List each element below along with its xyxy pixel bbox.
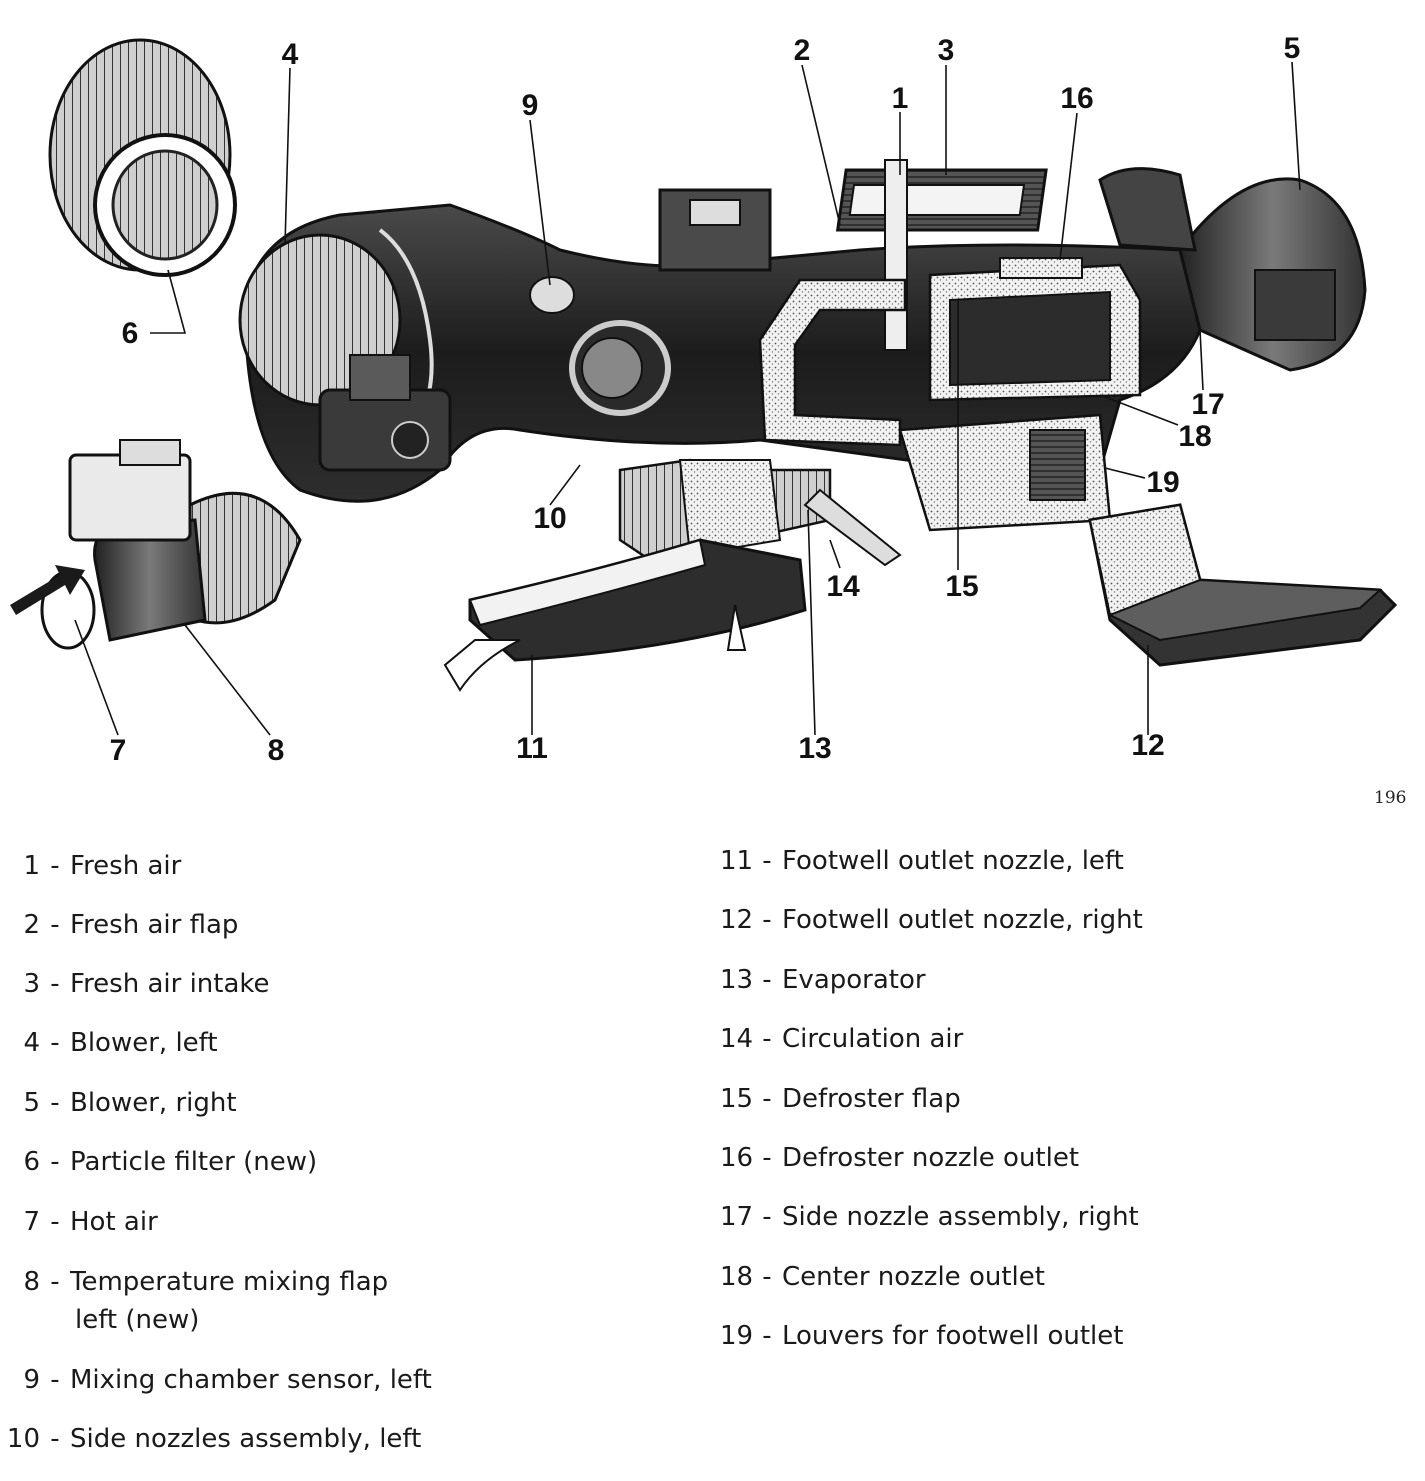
footwell-nozzle-right-illustration bbox=[1088, 503, 1398, 667]
legend-item: 19-Louvers for footwell outlet bbox=[720, 1321, 1124, 1351]
legend-number: 5 bbox=[23, 1088, 40, 1118]
legend-label: Blower, right bbox=[70, 1088, 237, 1118]
hvac-housing-illustration bbox=[238, 159, 1367, 562]
legend-number: 11 bbox=[720, 846, 754, 876]
callout-17: 17 bbox=[1191, 388, 1224, 421]
callout-15: 15 bbox=[945, 570, 978, 603]
callout-6: 6 bbox=[122, 317, 139, 350]
callout-labels: 1 2 3 4 5 6 7 8 9 10 11 12 13 14 15 16 1… bbox=[110, 32, 1301, 767]
callout-4: 4 bbox=[282, 38, 299, 71]
legend-label: Blower, left bbox=[70, 1028, 218, 1058]
particle-filter-illustration bbox=[48, 38, 237, 277]
footwell-nozzle-left-illustration bbox=[443, 538, 807, 692]
legend-label: Footwell outlet nozzle, right bbox=[782, 905, 1143, 935]
legend-label: Particle filter (new) bbox=[70, 1147, 318, 1177]
legend-label: Side nozzles assembly, left bbox=[70, 1424, 422, 1454]
legend-number: 16 bbox=[720, 1143, 754, 1173]
legend-item: 11-Footwell outlet nozzle, left bbox=[720, 846, 1124, 876]
legend-label: Center nozzle outlet bbox=[782, 1262, 1045, 1292]
circulation-air-arrow bbox=[803, 488, 902, 567]
legend-label: Evaporator bbox=[782, 965, 926, 995]
callout-1: 1 bbox=[892, 82, 909, 115]
callout-13: 13 bbox=[798, 732, 831, 765]
callout-2: 2 bbox=[794, 34, 811, 67]
legend-item: 4-Blower, left bbox=[0, 1028, 218, 1059]
legend-item: 3-Fresh air intake bbox=[0, 969, 270, 1000]
legend-item: 5-Blower, right bbox=[0, 1088, 237, 1119]
legend-item: 14-Circulation air bbox=[720, 1024, 964, 1054]
legend-number: 18 bbox=[720, 1262, 754, 1292]
legend-item: 9-Mixing chamber sensor, left bbox=[0, 1365, 432, 1396]
legend-item: 13-Evaporator bbox=[720, 965, 926, 995]
legend-label: Footwell outlet nozzle, left bbox=[782, 846, 1124, 876]
legend-label: Defroster nozzle outlet bbox=[782, 1143, 1080, 1173]
legend-number: 7 bbox=[23, 1207, 40, 1237]
legend-item: 18-Center nozzle outlet bbox=[720, 1262, 1045, 1292]
hvac-exploded-illustration: 1 2 3 4 5 6 7 8 9 10 11 12 13 14 15 16 1… bbox=[10, 32, 1398, 767]
legend-number: 3 bbox=[23, 969, 40, 999]
legend-number: 9 bbox=[23, 1365, 40, 1395]
legend-label: Fresh air flap bbox=[70, 910, 239, 940]
legend-number: 19 bbox=[720, 1321, 754, 1351]
figure-number: 196 bbox=[1374, 788, 1407, 808]
legend-label: Mixing chamber sensor, left bbox=[70, 1365, 432, 1395]
legend-item: 17-Side nozzle assembly, right bbox=[720, 1202, 1139, 1232]
legend-label: Defroster flap bbox=[782, 1084, 961, 1114]
legend-item: 7-Hot air bbox=[0, 1207, 158, 1238]
legend-label: Side nozzle assembly, right bbox=[782, 1202, 1139, 1232]
legend-number: 6 bbox=[23, 1147, 40, 1177]
legend-label-continuation: left (new) bbox=[75, 1304, 200, 1335]
legend-number: 4 bbox=[23, 1028, 40, 1058]
legend-label: Fresh air intake bbox=[70, 969, 270, 999]
legend-number: 8 bbox=[23, 1267, 40, 1297]
legend-item: 2-Fresh air flap bbox=[0, 910, 239, 941]
legend-label: Hot air bbox=[70, 1207, 158, 1237]
callout-18: 18 bbox=[1178, 420, 1211, 453]
legend-number: 1 bbox=[23, 851, 40, 881]
legend-label: Circulation air bbox=[782, 1024, 964, 1054]
callout-11: 11 bbox=[516, 732, 548, 765]
legend-number: 15 bbox=[720, 1084, 754, 1114]
legend-item: 6-Particle filter (new) bbox=[0, 1147, 318, 1178]
legend-number: 10 bbox=[6, 1424, 40, 1454]
callout-9: 9 bbox=[522, 89, 539, 122]
legend-label: Louvers for footwell outlet bbox=[782, 1321, 1124, 1351]
legend-number: 17 bbox=[720, 1202, 754, 1232]
legend-item: 8-Temperature mixing flap left (new) bbox=[0, 1267, 389, 1336]
callout-14: 14 bbox=[826, 570, 860, 603]
legend-item: 10-Side nozzles assembly, left bbox=[0, 1424, 422, 1455]
legend-number: 14 bbox=[720, 1024, 754, 1054]
legend-label: Fresh air bbox=[70, 851, 182, 881]
legend-item: 1-Fresh air bbox=[0, 851, 182, 882]
callout-7: 7 bbox=[110, 734, 127, 767]
legend-number: 13 bbox=[720, 965, 754, 995]
legend-item: 16-Defroster nozzle outlet bbox=[720, 1143, 1080, 1173]
callout-10: 10 bbox=[533, 502, 566, 535]
legend-item: 12-Footwell outlet nozzle, right bbox=[720, 905, 1143, 935]
temperature-flap-illustration bbox=[10, 439, 302, 650]
legend-label: Temperature mixing flap bbox=[70, 1267, 389, 1297]
callout-8: 8 bbox=[268, 734, 285, 767]
callout-16: 16 bbox=[1060, 82, 1093, 115]
legend-left-column: 1-Fresh air 2-Fresh air flap 3-Fresh air… bbox=[0, 0, 700, 1481]
legend-number: 12 bbox=[720, 905, 754, 935]
legend-number: 2 bbox=[23, 910, 40, 940]
callout-3: 3 bbox=[938, 34, 955, 67]
leader-lines bbox=[74, 61, 1301, 736]
callout-12: 12 bbox=[1131, 729, 1164, 762]
callout-5: 5 bbox=[1284, 32, 1301, 65]
callout-19: 19 bbox=[1146, 466, 1179, 499]
legend-item: 15-Defroster flap bbox=[720, 1084, 961, 1114]
